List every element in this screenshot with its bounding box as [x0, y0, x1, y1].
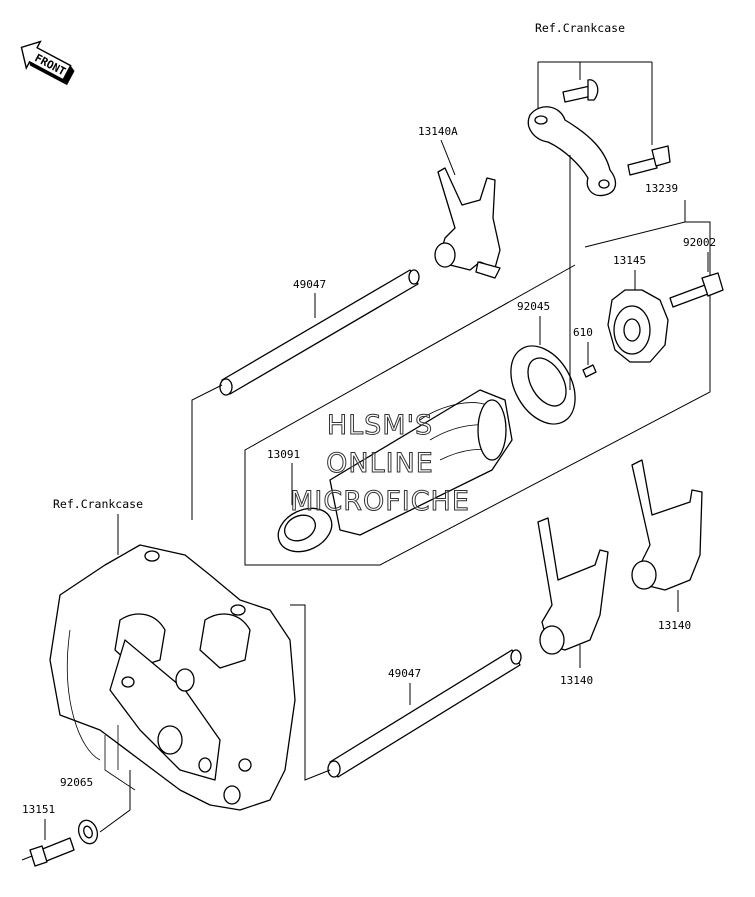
part-13091-label: 13091 [267, 448, 300, 461]
part-13151-label: 13151 [22, 803, 55, 816]
part-92002-label: 92002 [683, 236, 716, 249]
shift-drum [329, 389, 513, 536]
washer-92065 [77, 819, 99, 845]
pin-610 [582, 364, 597, 378]
part-13140A-label: 13140A [418, 125, 458, 138]
part-92045-label: 92045 [517, 300, 550, 313]
part-13140-middle-label: 13140 [560, 674, 593, 687]
shift-fork-13140-right [631, 459, 703, 591]
part-49047-top-label: 49047 [293, 278, 326, 291]
part-13145-label: 13145 [613, 254, 646, 267]
part-610-label: 610 [573, 326, 593, 339]
ref-crankcase-top-label: Ref.Crankcase [535, 21, 625, 35]
crankcase-bracket [527, 106, 617, 197]
crankcase [49, 544, 296, 811]
shift-drum-cam-13145 [607, 289, 669, 363]
shift-fork-13140-middle [537, 517, 609, 655]
part-13140-right-label: 13140 [658, 619, 691, 632]
front-arrow-icon: FRONT [20, 40, 75, 86]
bearing-92045 [510, 345, 576, 425]
shift-rod-49047-bottom [327, 649, 522, 778]
part-49047-bottom-label: 49047 [388, 667, 421, 680]
shift-rod-49047-top [219, 269, 420, 396]
bolt-92002 [669, 272, 724, 308]
bolt-top-upper [562, 79, 599, 103]
neutral-switch-13151 [21, 837, 75, 867]
bearing-13091 [277, 507, 333, 553]
ref-crankcase-left-label: Ref.Crankcase [53, 497, 143, 511]
shift-fork-13140A [434, 167, 501, 279]
bolt-top-lower [627, 145, 671, 176]
part-92065-label: 92065 [60, 776, 93, 789]
part-13239-label: 13239 [645, 182, 678, 195]
